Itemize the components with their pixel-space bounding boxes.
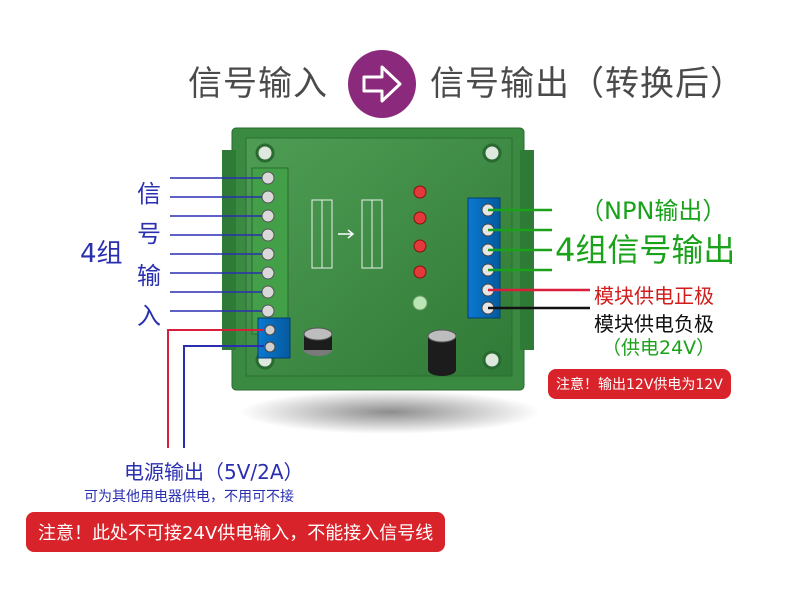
- left-char-4: 入: [137, 302, 161, 330]
- power-out-note: 可为其他用电器供电，不用可不接: [84, 489, 294, 505]
- input-terminal-screws: [261, 171, 275, 335]
- power-out-red-wire: [167, 329, 264, 448]
- pcb-arrow: [338, 229, 355, 239]
- output-wires: [488, 208, 552, 272]
- power-out-blue-wire: [183, 345, 264, 448]
- power-out-terminal: [257, 317, 291, 359]
- left-char-1: 信: [137, 180, 161, 208]
- supply-positive-label: 模块供电正极: [594, 284, 714, 308]
- input-wires: [170, 177, 262, 312]
- left-group-label: 4组: [80, 239, 123, 269]
- npn-output-label: （NPN输出）: [580, 197, 727, 225]
- four-group-output-label: 4组信号输出: [555, 231, 736, 269]
- board-shadow: [240, 390, 540, 434]
- status-leds: [412, 185, 428, 311]
- warning-badge: 注意！此处不可接24V供电输入，不能接入信号线: [26, 512, 446, 552]
- power-out-label: 电源输出（5V/2A）: [124, 460, 304, 484]
- supply-negative-label: 模块供电负极: [594, 312, 714, 336]
- housing-left-clip: [222, 150, 236, 350]
- supply-voltage-label: （供电24V）: [602, 337, 716, 359]
- left-char-3: 输: [137, 262, 161, 290]
- capacitor-right: [427, 329, 457, 376]
- output-terminal-block: [467, 197, 501, 319]
- title-signal-input: 信号输入: [188, 64, 328, 104]
- output-note-badge: 注意！输出12V供电为12V: [548, 369, 731, 399]
- left-char-2: 号: [137, 220, 161, 248]
- capacitor-left: [303, 327, 333, 356]
- title-signal-output: 信号输出（转换后）: [430, 64, 745, 104]
- arrow-right-icon: [348, 50, 416, 118]
